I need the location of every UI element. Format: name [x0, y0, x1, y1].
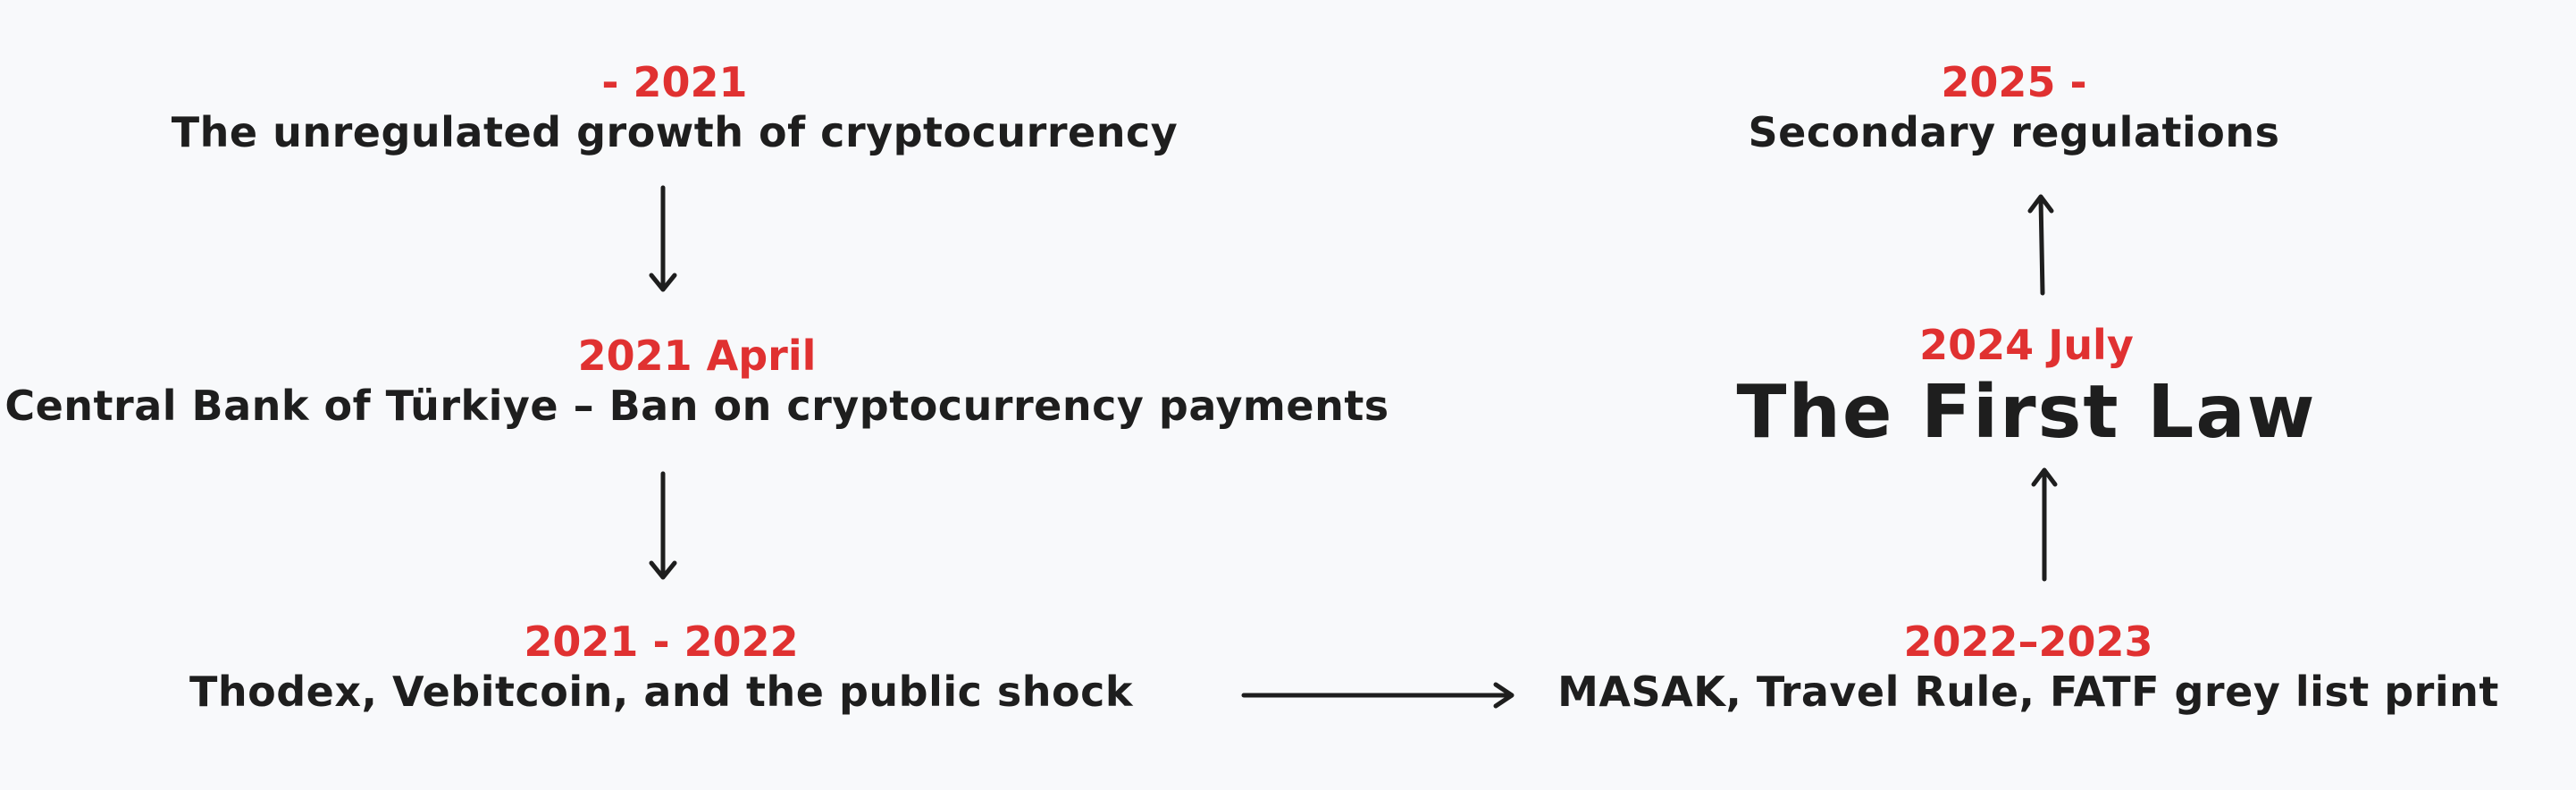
node-title: Secondary regulations: [1748, 108, 2280, 156]
node-central-bank-ban: 2021 April Central Bank of Türkiye – Ban…: [4, 331, 1389, 431]
node-title: Central Bank of Türkiye – Ban on cryptoc…: [4, 382, 1389, 430]
node-year: 2021 April: [577, 332, 817, 380]
node-public-shock: 2021 - 2022 Thodex, Vebitcoin, and the p…: [189, 617, 1133, 717]
node-year: 2021 - 2022: [524, 618, 799, 666]
node-title: Thodex, Vebitcoin, and the public shock: [189, 668, 1134, 716]
node-title: MASAK, Travel Rule, FATF grey list print: [1557, 668, 2499, 716]
arrow-masak-to-first-law: [2031, 467, 2058, 582]
arrow-unregulated-to-ban: [649, 185, 677, 292]
node-year: - 2021: [601, 58, 748, 106]
arrow-first-law-to-secondary: [2027, 194, 2054, 296]
node-year: 2025 -: [1941, 58, 2087, 106]
node-title: The First Law: [1736, 370, 2317, 455]
node-masak-travel-rule: 2022–2023 MASAK, Travel Rule, FATF grey …: [1557, 617, 2499, 717]
node-year: 2022–2023: [1903, 618, 2153, 666]
arrow-shock-to-masak: [1241, 682, 1515, 709]
node-title: The unregulated growth of cryptocurrency: [171, 108, 1179, 156]
node-unregulated-growth: - 2021 The unregulated growth of cryptoc…: [172, 57, 1178, 157]
node-first-law: 2024 July The First Law: [1737, 320, 2317, 456]
node-secondary-regulations: 2025 - Secondary regulations: [1749, 57, 2280, 157]
node-year: 2024 July: [1919, 321, 2134, 369]
arrow-ban-to-shock: [649, 471, 677, 580]
